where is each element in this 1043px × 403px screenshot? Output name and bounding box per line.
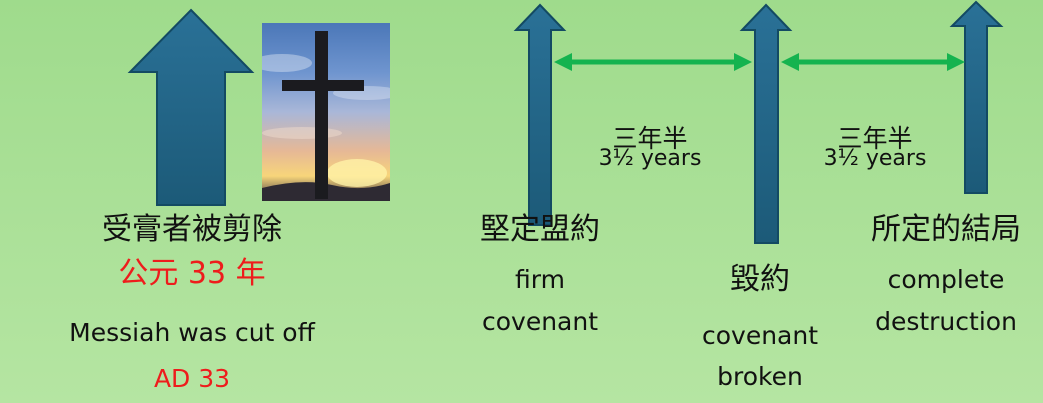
cross-sunset-photo xyxy=(262,23,390,201)
year-en: AD 33 xyxy=(153,364,231,393)
messiah-cut-off-en: Messiah was cut off xyxy=(69,318,315,347)
span-2-label-zh: 三年半 xyxy=(837,124,913,153)
messiah-cut-off-zh: 受膏者被剪除 xyxy=(102,212,282,247)
covenant-broken-en-1: covenant xyxy=(701,321,819,350)
span-1-label-en: 3½ years xyxy=(598,146,702,171)
span-2-label-en: 3½ years xyxy=(823,146,927,171)
big-up-arrow-icon xyxy=(127,8,255,206)
year-zh: 公元 33 年 xyxy=(118,256,266,291)
marker-arrow-covenant-broken-icon xyxy=(739,3,793,244)
span-arrow-2-icon xyxy=(781,53,965,71)
cross-icon xyxy=(262,31,390,201)
span-1-label-zh: 三年半 xyxy=(612,124,688,153)
firm-covenant-zh: 堅定盟約 xyxy=(480,212,600,247)
marker-arrow-complete-destruction-icon xyxy=(949,0,1004,194)
complete-destruction-zh: 所定的結局 xyxy=(871,212,1021,247)
firm-covenant-en-1: firm xyxy=(515,265,565,294)
span-arrow-1-icon xyxy=(554,53,752,71)
complete-destruction-en-2: destruction xyxy=(875,307,1017,336)
covenant-broken-zh: 毀約 xyxy=(730,262,790,297)
complete-destruction-en-1: complete xyxy=(887,265,1005,294)
covenant-broken-en-2: broken xyxy=(717,362,803,391)
firm-covenant-en-2: covenant xyxy=(481,307,599,336)
marker-arrow-firm-covenant-icon xyxy=(513,3,567,226)
